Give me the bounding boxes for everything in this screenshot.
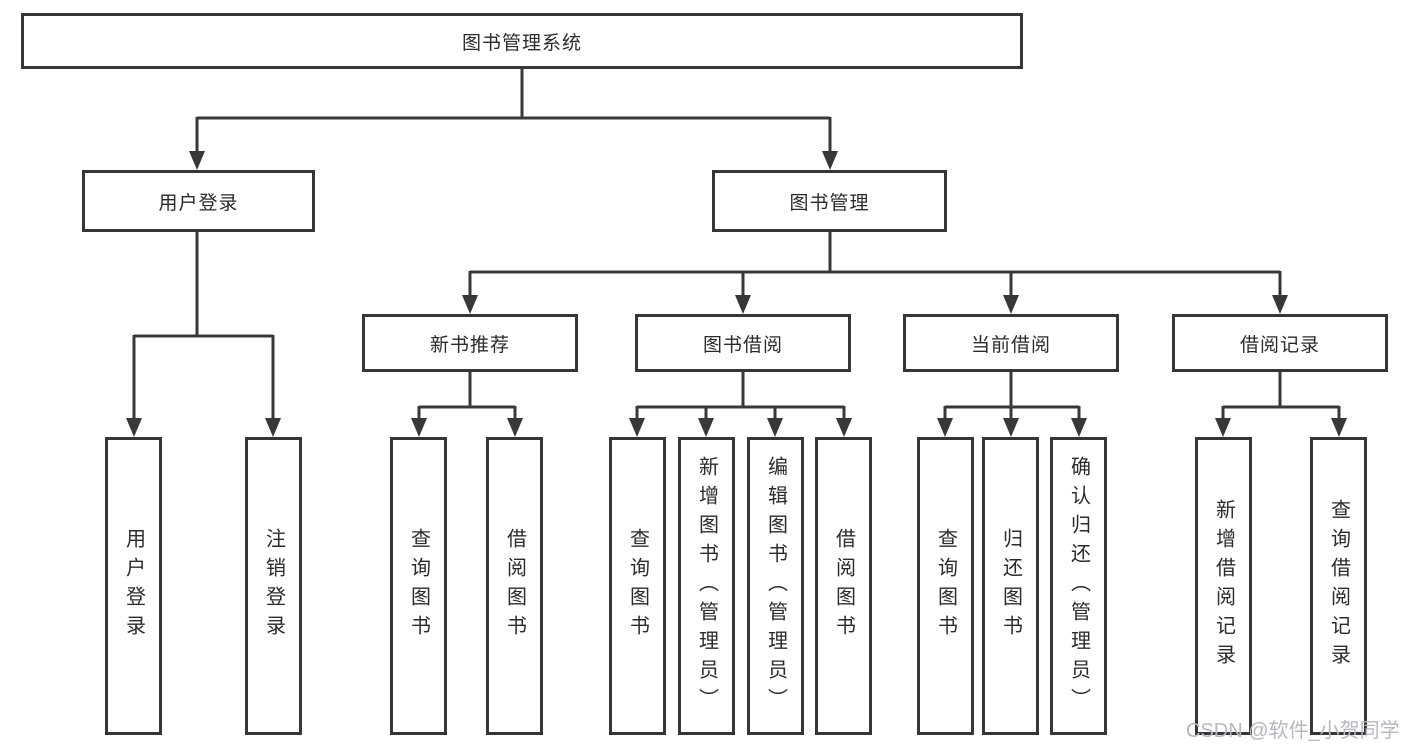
node-leaf-recommend-borrow-book: 借阅图书 [486, 437, 543, 735]
node-library-system-label: 图书管理系统 [461, 32, 582, 54]
node-leaf-return-book-label: 归还图书 [999, 528, 1022, 644]
node-leaf-logout-label: 注销登录 [262, 528, 285, 644]
node-leaf-current-query-book-label: 查询图书 [934, 528, 957, 644]
node-leaf-confirm-return-admin-label: 确认归还（管理员） [1067, 455, 1090, 717]
connector-borrow-to-leaves [635, 372, 846, 421]
connector-manage-to-level3 [468, 232, 1282, 298]
node-leaf-borrowing-borrow-book-label: 借阅图书 [832, 528, 855, 644]
node-user-login-label: 用户登录 [158, 192, 239, 214]
node-library-system: 图书管理系统 [21, 13, 1023, 69]
node-borrowing-records-label: 借阅记录 [1239, 334, 1320, 356]
node-leaf-current-query-book: 查询图书 [917, 437, 974, 735]
node-leaf-recommend-query-book-label: 查询图书 [407, 528, 430, 644]
node-leaf-add-book-admin-label: 新增图书（管理员） [695, 455, 718, 717]
node-book-management-label: 图书管理 [789, 192, 870, 214]
node-book-borrowing: 图书借阅 [635, 314, 851, 372]
node-leaf-borrowing-borrow-book: 借阅图书 [815, 437, 872, 735]
node-current-borrowing: 当前借阅 [903, 314, 1119, 372]
node-leaf-add-borrow-record: 新增借阅记录 [1195, 437, 1252, 735]
node-leaf-borrowing-query-book: 查询图书 [609, 437, 666, 735]
connector-current-to-leaves [943, 372, 1081, 421]
node-current-borrowing-label: 当前借阅 [970, 334, 1051, 356]
node-leaf-edit-book-admin-label: 编辑图书（管理员） [764, 455, 787, 717]
node-user-login: 用户登录 [82, 170, 315, 232]
node-new-book-recommend-label: 新书推荐 [429, 334, 510, 356]
node-leaf-borrowing-query-book-label: 查询图书 [626, 528, 649, 644]
connector-root-to-level2 [195, 68, 832, 153]
connector-records-to-leaves [1221, 372, 1341, 421]
node-leaf-user-login-label: 用户登录 [122, 528, 145, 644]
node-new-book-recommend: 新书推荐 [362, 314, 578, 372]
node-leaf-return-book: 归还图书 [982, 437, 1039, 735]
node-leaf-add-borrow-record-label: 新增借阅记录 [1212, 499, 1235, 673]
node-leaf-confirm-return-admin: 确认归还（管理员） [1050, 437, 1107, 735]
connector-recommend-to-leaves [417, 372, 517, 421]
node-leaf-recommend-borrow-book-label: 借阅图书 [503, 528, 526, 644]
connector-login-to-leaves [132, 232, 275, 420]
arrowheads [126, 151, 1347, 437]
node-book-management: 图书管理 [712, 170, 947, 232]
node-leaf-query-borrow-record: 查询借阅记录 [1310, 437, 1367, 735]
node-leaf-user-login: 用户登录 [105, 437, 162, 735]
node-leaf-logout: 注销登录 [245, 437, 302, 735]
node-leaf-edit-book-admin: 编辑图书（管理员） [747, 437, 804, 735]
node-borrowing-records: 借阅记录 [1172, 314, 1388, 372]
node-book-borrowing-label: 图书借阅 [702, 334, 783, 356]
watermark: CSDN @软件_小贺同学 [1186, 720, 1400, 742]
node-leaf-query-borrow-record-label: 查询借阅记录 [1327, 499, 1350, 673]
node-leaf-add-book-admin: 新增图书（管理员） [678, 437, 735, 735]
node-leaf-recommend-query-book: 查询图书 [390, 437, 447, 735]
